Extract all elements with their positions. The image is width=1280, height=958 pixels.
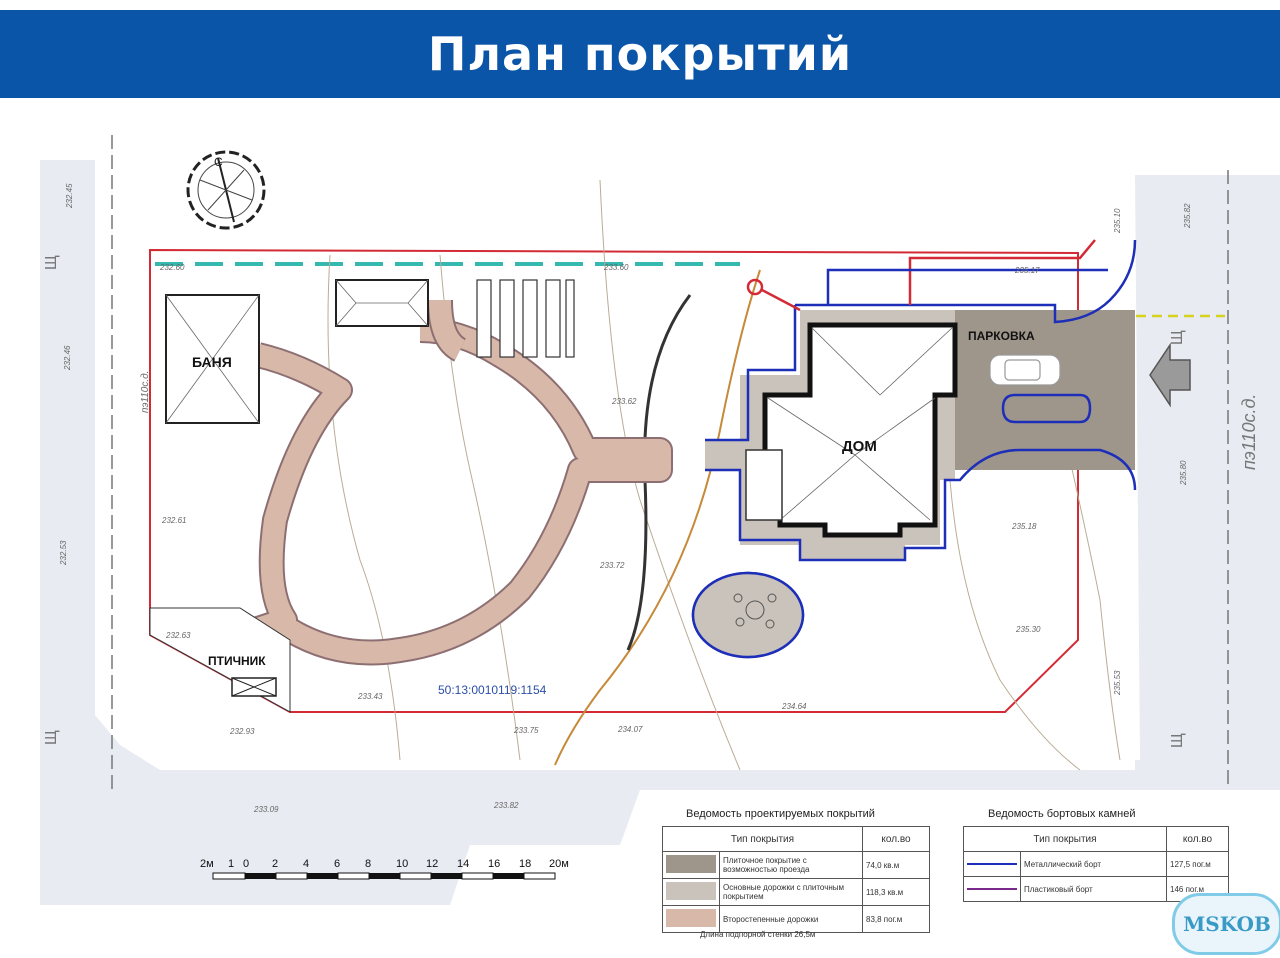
elevation-mark: 233.72 (599, 561, 625, 570)
elevation-mark: 233.82 (493, 801, 519, 810)
table-row: Металлический борт 127,5 пог.м (963, 851, 1229, 877)
elevation-marks: 232.45 232.60 232.46 232.53 232.61 232.6… (59, 183, 1192, 814)
elevation-mark: 235.30 (1015, 625, 1041, 634)
banya-label: БАНЯ (192, 354, 232, 370)
elevation-mark: 235.10 (1113, 208, 1122, 234)
coverage-qty: 83,8 пог.м (862, 905, 930, 933)
svg-text:10: 10 (396, 858, 408, 870)
elevation-mark: 233.62 (611, 397, 637, 406)
coverage-header-qty: кол.во (862, 826, 930, 852)
svg-text:4: 4 (303, 858, 309, 870)
patio-furniture (733, 593, 777, 629)
elevation-mark: 232.93 (229, 727, 255, 736)
svg-text:Щ: Щ (1169, 733, 1186, 748)
ptichnik-label: ПТИЧНИК (208, 654, 266, 668)
car-icon (989, 354, 1061, 386)
svg-text:2м: 2м (200, 858, 214, 870)
svg-text:1: 1 (228, 858, 234, 870)
elevation-mark: 232.46 (63, 345, 72, 371)
entrance-arrow-icon (1149, 342, 1191, 408)
curb-table-title: Ведомость бортовых камней (988, 808, 1136, 820)
elevation-mark: 235.82 (1183, 203, 1192, 229)
coverage-qty: 118,3 кв.м (862, 878, 930, 906)
street-area (40, 160, 1280, 905)
coverage-type: Плиточное покрытие с возможностью проезд… (719, 851, 863, 879)
curb-header-type: Тип покрытия (963, 826, 1167, 852)
elevation-mark: 232.60 (159, 263, 185, 272)
coverage-swatch (666, 882, 716, 900)
elevation-mark: 234.64 (781, 702, 807, 711)
compass-letter: С (214, 155, 223, 169)
banya-building (165, 294, 260, 424)
svg-text:20м: 20м (549, 858, 569, 870)
parking-paving (955, 310, 1135, 470)
elevation-mark: 233.09 (253, 805, 279, 814)
page-title: План покрытий (427, 27, 853, 81)
table-row: Пластиковый борт 146 пог.м (963, 876, 1229, 902)
curb-qty: 127,5 пог.м (1166, 851, 1229, 877)
elevation-mark: 235.80 (1179, 460, 1188, 486)
utility-marks: Щ Щ Щ Щ (43, 255, 1186, 748)
utility-blue (826, 268, 1108, 305)
drain-line (554, 269, 761, 766)
elevation-mark: 233.60 (603, 263, 629, 272)
road-label-right: пэ110с.д. (1239, 394, 1259, 470)
elevation-mark: 232.45 (65, 183, 74, 209)
header-bar: План покрытий (0, 10, 1280, 98)
retaining-wall-note: Длина подпорной стенки 26,5м (700, 930, 816, 939)
ptichnik-building (149, 607, 291, 713)
coverage-type: Второстепенные дорожки (719, 905, 863, 933)
shed-building (335, 279, 429, 327)
table-row: Второстепенные дорожки 83,8 пог.м (662, 905, 930, 933)
curb-line-swatch (967, 888, 1017, 890)
scale-labels: 2м 1 0 2 4 6 8 10 12 14 16 18 20м (200, 858, 569, 870)
svg-text:Щ: Щ (1169, 330, 1186, 345)
elevation-mark: 233.43 (357, 692, 383, 701)
svg-text:16: 16 (488, 858, 500, 870)
coverage-table: Тип покрытия кол.во Плиточное покрытие с… (662, 826, 930, 933)
coverage-type: Основные дорожки с плиточным покрытием (719, 878, 863, 906)
svg-text:2: 2 (272, 858, 278, 870)
road-label-left: пэ110с.д. (140, 371, 151, 413)
house (745, 322, 958, 538)
svg-text:0: 0 (243, 858, 249, 870)
secondary-paths (212, 299, 673, 666)
svg-text:14: 14 (457, 858, 469, 870)
garden-beds (476, 279, 575, 358)
compass-icon (186, 150, 266, 230)
elevation-mark: 235.53 (1113, 670, 1122, 696)
svg-text:Щ: Щ (43, 730, 60, 745)
curb-type: Пластиковый борт (1020, 876, 1167, 902)
curb-line-swatch (967, 863, 1017, 865)
cadastral-number: 50:13:0010119:1154 (438, 683, 547, 697)
coverage-qty: 74,0 кв.м (862, 851, 930, 879)
svg-text:Щ: Щ (43, 255, 60, 270)
table-row: Плиточное покрытие с возможностью проезд… (662, 851, 930, 879)
elevation-mark: 232.63 (165, 631, 191, 640)
elevation-mark: 232.61 (161, 516, 186, 525)
watermark-logo: MSKOB (1172, 893, 1280, 955)
svg-text:6: 6 (334, 858, 340, 870)
table-row: Основные дорожки с плиточным покрытием 1… (662, 878, 930, 906)
curb-header-qty: кол.во (1166, 826, 1229, 852)
coverage-swatch (666, 909, 716, 927)
elevation-mark: 235.18 (1011, 522, 1037, 531)
svg-text:8: 8 (365, 858, 371, 870)
coverage-table-title: Ведомость проектируемых покрытий (686, 808, 875, 820)
parking-label: ПАРКОВКА (968, 329, 1035, 343)
coverage-swatch (666, 855, 716, 873)
elevation-mark: 235.17 (1014, 266, 1040, 275)
elevation-mark: 233.75 (513, 726, 539, 735)
utility-red (746, 239, 1096, 312)
elevation-mark: 234.07 (617, 725, 643, 734)
coverage-header-type: Тип покрытия (662, 826, 863, 852)
scale-bar (212, 872, 556, 880)
elevation-mark: 232.53 (59, 540, 68, 566)
svg-text:12: 12 (426, 858, 438, 870)
curb-type: Металлический борт (1020, 851, 1167, 877)
house-label: ДОМ (842, 438, 877, 455)
curb-table: Тип покрытия кол.во Металлический борт 1… (963, 826, 1229, 902)
svg-text:18: 18 (519, 858, 531, 870)
